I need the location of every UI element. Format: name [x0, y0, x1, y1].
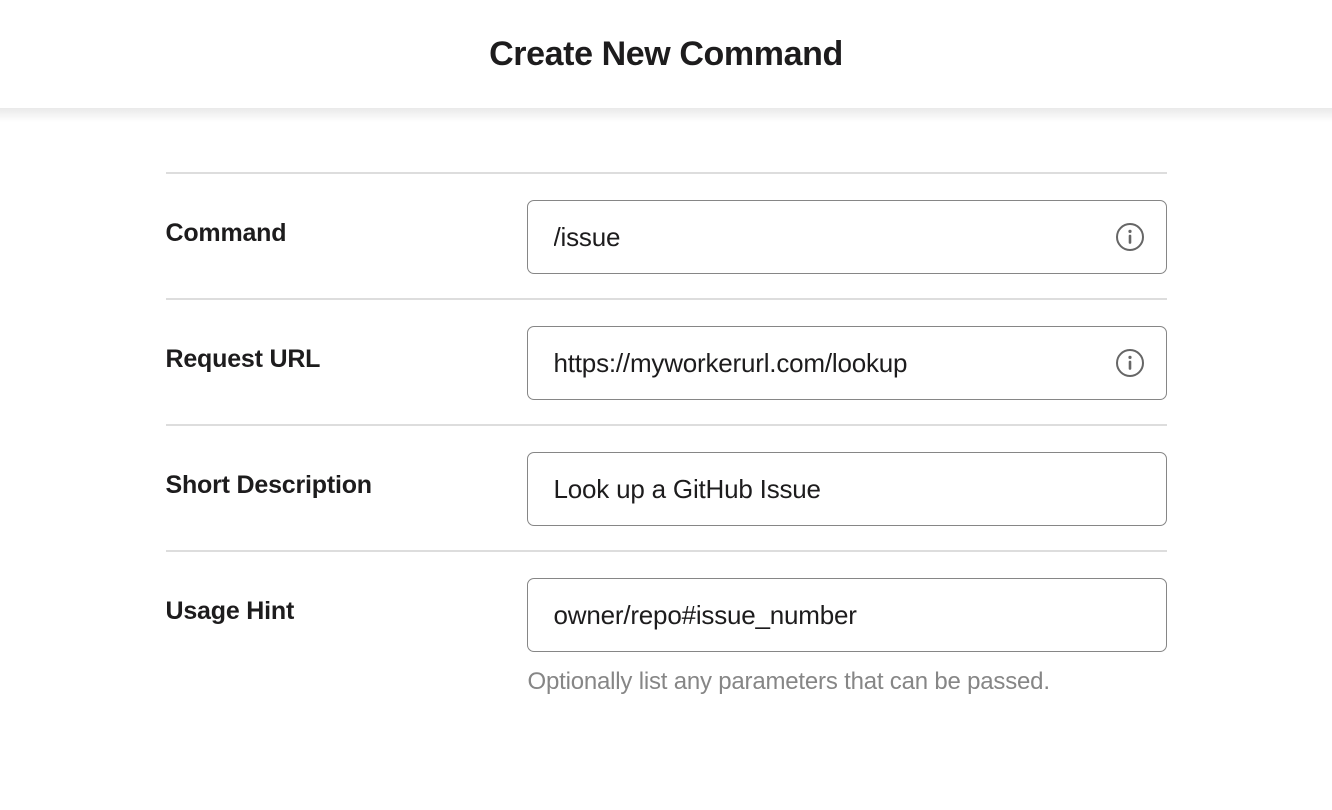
field-column-request-url: [526, 326, 1167, 400]
short-description-input[interactable]: [526, 452, 1167, 526]
request-url-input-wrapper: [526, 326, 1167, 400]
form-row-short-description: Short Description: [166, 426, 1167, 550]
divider-top: [165, 172, 1167, 174]
field-column-command: [526, 200, 1167, 274]
info-icon[interactable]: [1115, 348, 1145, 378]
command-input-wrapper: [526, 200, 1167, 274]
page-header: Create New Command: [0, 0, 1332, 122]
field-label-usage-hint: Usage Hint: [165, 597, 295, 625]
label-column-request-url: Request URL: [166, 326, 527, 374]
form-row-command: Command: [166, 174, 1167, 298]
info-icon[interactable]: [1115, 222, 1145, 252]
field-label-short-description: Short Description: [165, 471, 373, 499]
divider-2: [165, 424, 1167, 426]
usage-hint-input[interactable]: [526, 578, 1167, 652]
field-label-command: Command: [165, 219, 287, 247]
request-url-input[interactable]: [526, 326, 1167, 400]
label-column-usage-hint: Usage Hint: [166, 578, 527, 626]
form-row-usage-hint: Usage Hint Optionally list any parameter…: [166, 552, 1167, 721]
field-column-usage-hint: Optionally list any parameters that can …: [526, 578, 1167, 697]
short-description-input-wrapper: [526, 452, 1167, 526]
field-label-request-url: Request URL: [165, 345, 321, 373]
form-row-request-url: Request URL: [166, 300, 1167, 424]
divider-1: [165, 298, 1167, 300]
label-column-short-description: Short Description: [166, 452, 527, 500]
page-title: Create New Command: [489, 35, 843, 73]
command-form: Command Request URL: [165, 108, 1167, 721]
field-column-short-description: [526, 452, 1167, 526]
usage-hint-help-text: Optionally list any parameters that can …: [527, 668, 1050, 695]
divider-3: [165, 550, 1167, 552]
command-input[interactable]: [526, 200, 1167, 274]
label-column-command: Command: [166, 200, 527, 248]
page-body: Command Request URL: [0, 108, 1332, 810]
usage-hint-input-wrapper: [526, 578, 1167, 652]
